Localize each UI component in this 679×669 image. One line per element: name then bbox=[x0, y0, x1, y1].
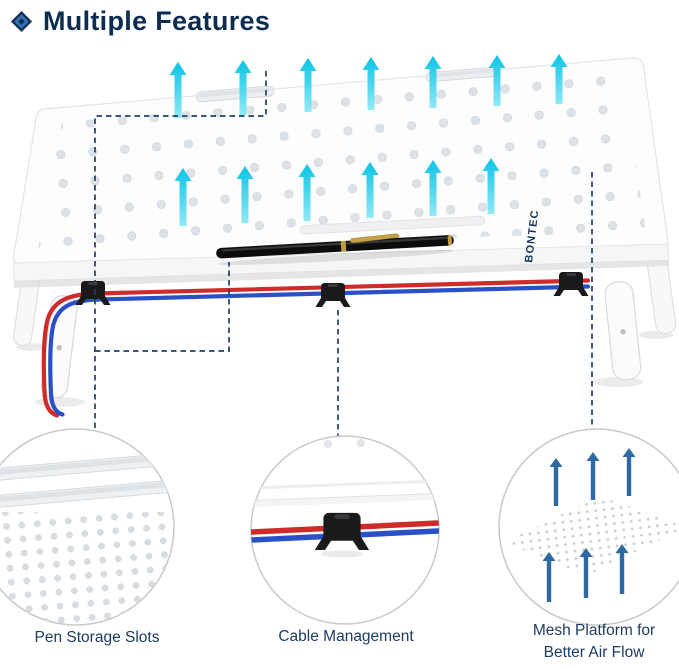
up-arrow-icon bbox=[549, 458, 563, 506]
platform-pen-slot-left bbox=[195, 85, 275, 103]
up-arrow-icon bbox=[298, 164, 316, 221]
front-leg-right bbox=[604, 281, 642, 381]
leg-shadows bbox=[16, 331, 673, 407]
airflow-arrows-middle-row bbox=[174, 158, 500, 226]
label-cable-management: Cable Management bbox=[278, 628, 414, 645]
monitor-stand: BONTEC bbox=[12, 57, 677, 418]
up-arrow-icon bbox=[550, 54, 568, 104]
up-arrow-icon bbox=[299, 58, 317, 112]
up-arrow-icon bbox=[361, 162, 379, 218]
up-arrow-icon bbox=[615, 544, 629, 594]
up-arrow-icon bbox=[234, 60, 252, 115]
up-arrow-icon bbox=[622, 448, 636, 496]
cables bbox=[41, 278, 591, 418]
label-air-flow: Mesh Platform for Better Air Flow bbox=[532, 622, 656, 661]
cable-red bbox=[41, 278, 591, 418]
platform-pen-slot-front bbox=[299, 215, 486, 235]
page-title: Multiple Features bbox=[43, 6, 271, 36]
label-pen-storage: Pen Storage Slots bbox=[34, 629, 160, 646]
annotation-lines bbox=[94, 71, 593, 437]
callout-mesh-airflow bbox=[498, 428, 679, 626]
up-arrow-icon bbox=[488, 55, 506, 106]
callout-cable-management bbox=[250, 435, 440, 625]
cable-blue bbox=[48, 284, 591, 417]
cable-clip-right bbox=[553, 272, 589, 296]
up-arrow-icon bbox=[169, 62, 187, 118]
up-arrow-icon bbox=[579, 548, 593, 598]
pen bbox=[216, 233, 454, 265]
up-arrow-icon bbox=[236, 166, 254, 223]
diamond-bullet-icon bbox=[10, 10, 33, 33]
up-arrow-icon bbox=[174, 168, 192, 226]
up-arrow-icon bbox=[424, 56, 442, 108]
header: Multiple Features bbox=[10, 6, 270, 37]
airflow-arrows-back-row bbox=[169, 54, 568, 118]
callout-pen-slots bbox=[0, 428, 175, 626]
pen-clip bbox=[350, 233, 400, 243]
up-arrow-icon bbox=[424, 160, 442, 216]
up-arrow-icon bbox=[482, 158, 500, 214]
up-arrow-icon bbox=[362, 57, 380, 110]
annotation-pen-slots bbox=[94, 71, 267, 429]
slot-holes-detail bbox=[0, 512, 174, 625]
platform-under-shadow bbox=[14, 260, 669, 288]
up-arrow-icon bbox=[586, 452, 600, 500]
mesh-arrows-below bbox=[542, 544, 629, 602]
up-arrow-icon bbox=[542, 552, 556, 602]
annotation-pen bbox=[95, 262, 230, 352]
mesh-arrows-above bbox=[549, 448, 636, 506]
